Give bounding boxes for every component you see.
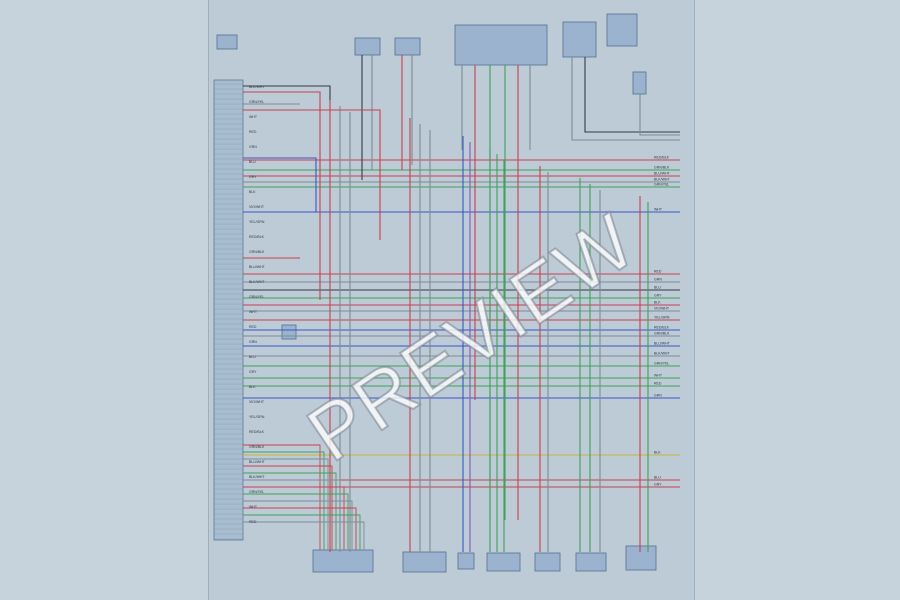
ecu-pin-label: BLK [249, 385, 256, 389]
bottom-harness-wire [243, 458, 329, 550]
wire-label: BLU/WHT [654, 172, 671, 176]
wire-label: GRN/YEL [654, 362, 669, 366]
diagram-sheet [208, 0, 695, 600]
connector-bottom-7 [625, 545, 657, 571]
ecu-pin-label: VIO/WHT [249, 205, 265, 209]
ecu-pin-label: WHT [249, 115, 258, 119]
wire-label: BLK [654, 301, 661, 305]
ecu-pin-label: RED [249, 325, 257, 329]
wire-label: GRN [654, 278, 662, 282]
wire-label: BLU/WHT [654, 342, 671, 346]
ecu-pin-label: YEL/GRN [249, 220, 265, 224]
wire-label: RED [654, 270, 662, 274]
connector-bottom-3 [457, 552, 475, 570]
ecu-wire [243, 157, 317, 212]
sensor-connector-right [632, 71, 647, 95]
ecu-pin-label: GRY [249, 175, 257, 179]
wire-label: RED/BLK [654, 156, 670, 160]
wire-label: GRN/YEL [654, 183, 669, 187]
ecu-wire [243, 109, 381, 240]
ecu-pin-label: VIO/WHT [249, 400, 265, 404]
connector-bottom-2 [402, 551, 447, 573]
ecu-pin-label: RED [249, 520, 257, 524]
ecu-pin-label: WHT [249, 505, 258, 509]
ecu-pin-label: BLU/WHT [249, 460, 266, 464]
ecu-wire [243, 91, 321, 300]
wire-label: GRN/BLK [654, 166, 670, 170]
connector-bottom-5 [534, 552, 561, 572]
switch-connector-top [562, 21, 597, 58]
switch-wire [571, 57, 680, 141]
ecu-pin-label: RED [249, 130, 257, 134]
wire-label: VIO/WHT [654, 307, 670, 311]
ecu-pin-label: BLK/WHT [249, 280, 265, 284]
ecu-pin-label: GRN/YEL [249, 295, 264, 299]
control-unit-top-right [606, 13, 638, 47]
ecu-pin-label: BLU [249, 160, 256, 164]
wire-label: WHT [654, 208, 663, 212]
bottom-harness-wire [243, 472, 337, 550]
ecu-pin-label: WHT [249, 310, 258, 314]
wire-label: RED [654, 382, 662, 386]
wire-label: BLU [654, 476, 661, 480]
wire-label: BLU [654, 286, 661, 290]
ecu-pin-label: GRY [249, 370, 257, 374]
wire-label: GRN/BLK [654, 332, 670, 336]
ecu-pin-label: RED/BLK [249, 235, 265, 239]
relay-box-top [454, 24, 548, 66]
wire-label: BLK [654, 451, 661, 455]
connector-top-2 [394, 37, 421, 56]
ecu-pin-label: GRN/YEL [249, 100, 264, 104]
ecu-wire [243, 85, 331, 100]
ecu-pin-label: BLK/WHT [249, 85, 265, 89]
wire-label: RED/BLK [654, 326, 670, 330]
wire-label: WHT [654, 374, 663, 378]
sensor-wire [639, 94, 680, 136]
connector-top-1 [354, 37, 381, 56]
ecu-pin-label: GRN [249, 340, 257, 344]
ecu-pin-label: GRN/BLK [249, 445, 265, 449]
ecu-connector-block [213, 79, 244, 541]
wire-label: GRY [654, 483, 662, 487]
ecu-pin-label: RED/BLK [249, 430, 265, 434]
switch-wire [584, 57, 680, 133]
wire-label: BLK/WHT [654, 352, 670, 356]
bottom-harness-wire [243, 486, 345, 550]
ecu-pin-label: GRN/YEL [249, 490, 264, 494]
bottom-harness-wire [243, 514, 361, 550]
connector-bottom-4 [486, 552, 521, 572]
ecu-pin-label: GRN/BLK [249, 250, 265, 254]
connector-bottom-1 [312, 549, 374, 573]
ecu-pin-label: BLK/WHT [249, 475, 265, 479]
wire-label: YEL/GRN [654, 316, 670, 320]
bottom-harness-wire [243, 451, 325, 550]
connector-bottom-6 [575, 552, 607, 572]
bottom-harness-wire [243, 500, 353, 550]
wire-label: GRN [654, 394, 662, 398]
bottom-harness-wire [243, 479, 341, 550]
ecu-pin-label: GRN [249, 145, 257, 149]
ecu-pin-label: BLK [249, 190, 256, 194]
bottom-harness-wire [243, 507, 357, 550]
inline-connector [281, 324, 297, 340]
sensor-connector-top-left [216, 34, 238, 50]
wire-label: GRY [654, 294, 662, 298]
ecu-pin-label: YEL/GRN [249, 415, 265, 419]
ecu-pin-label: BLU [249, 355, 256, 359]
wire-label: BLK/WHT [654, 178, 670, 182]
bottom-harness-wire [243, 493, 349, 550]
bottom-harness-wire [243, 521, 365, 550]
ecu-pin-label: BLU/WHT [249, 265, 266, 269]
